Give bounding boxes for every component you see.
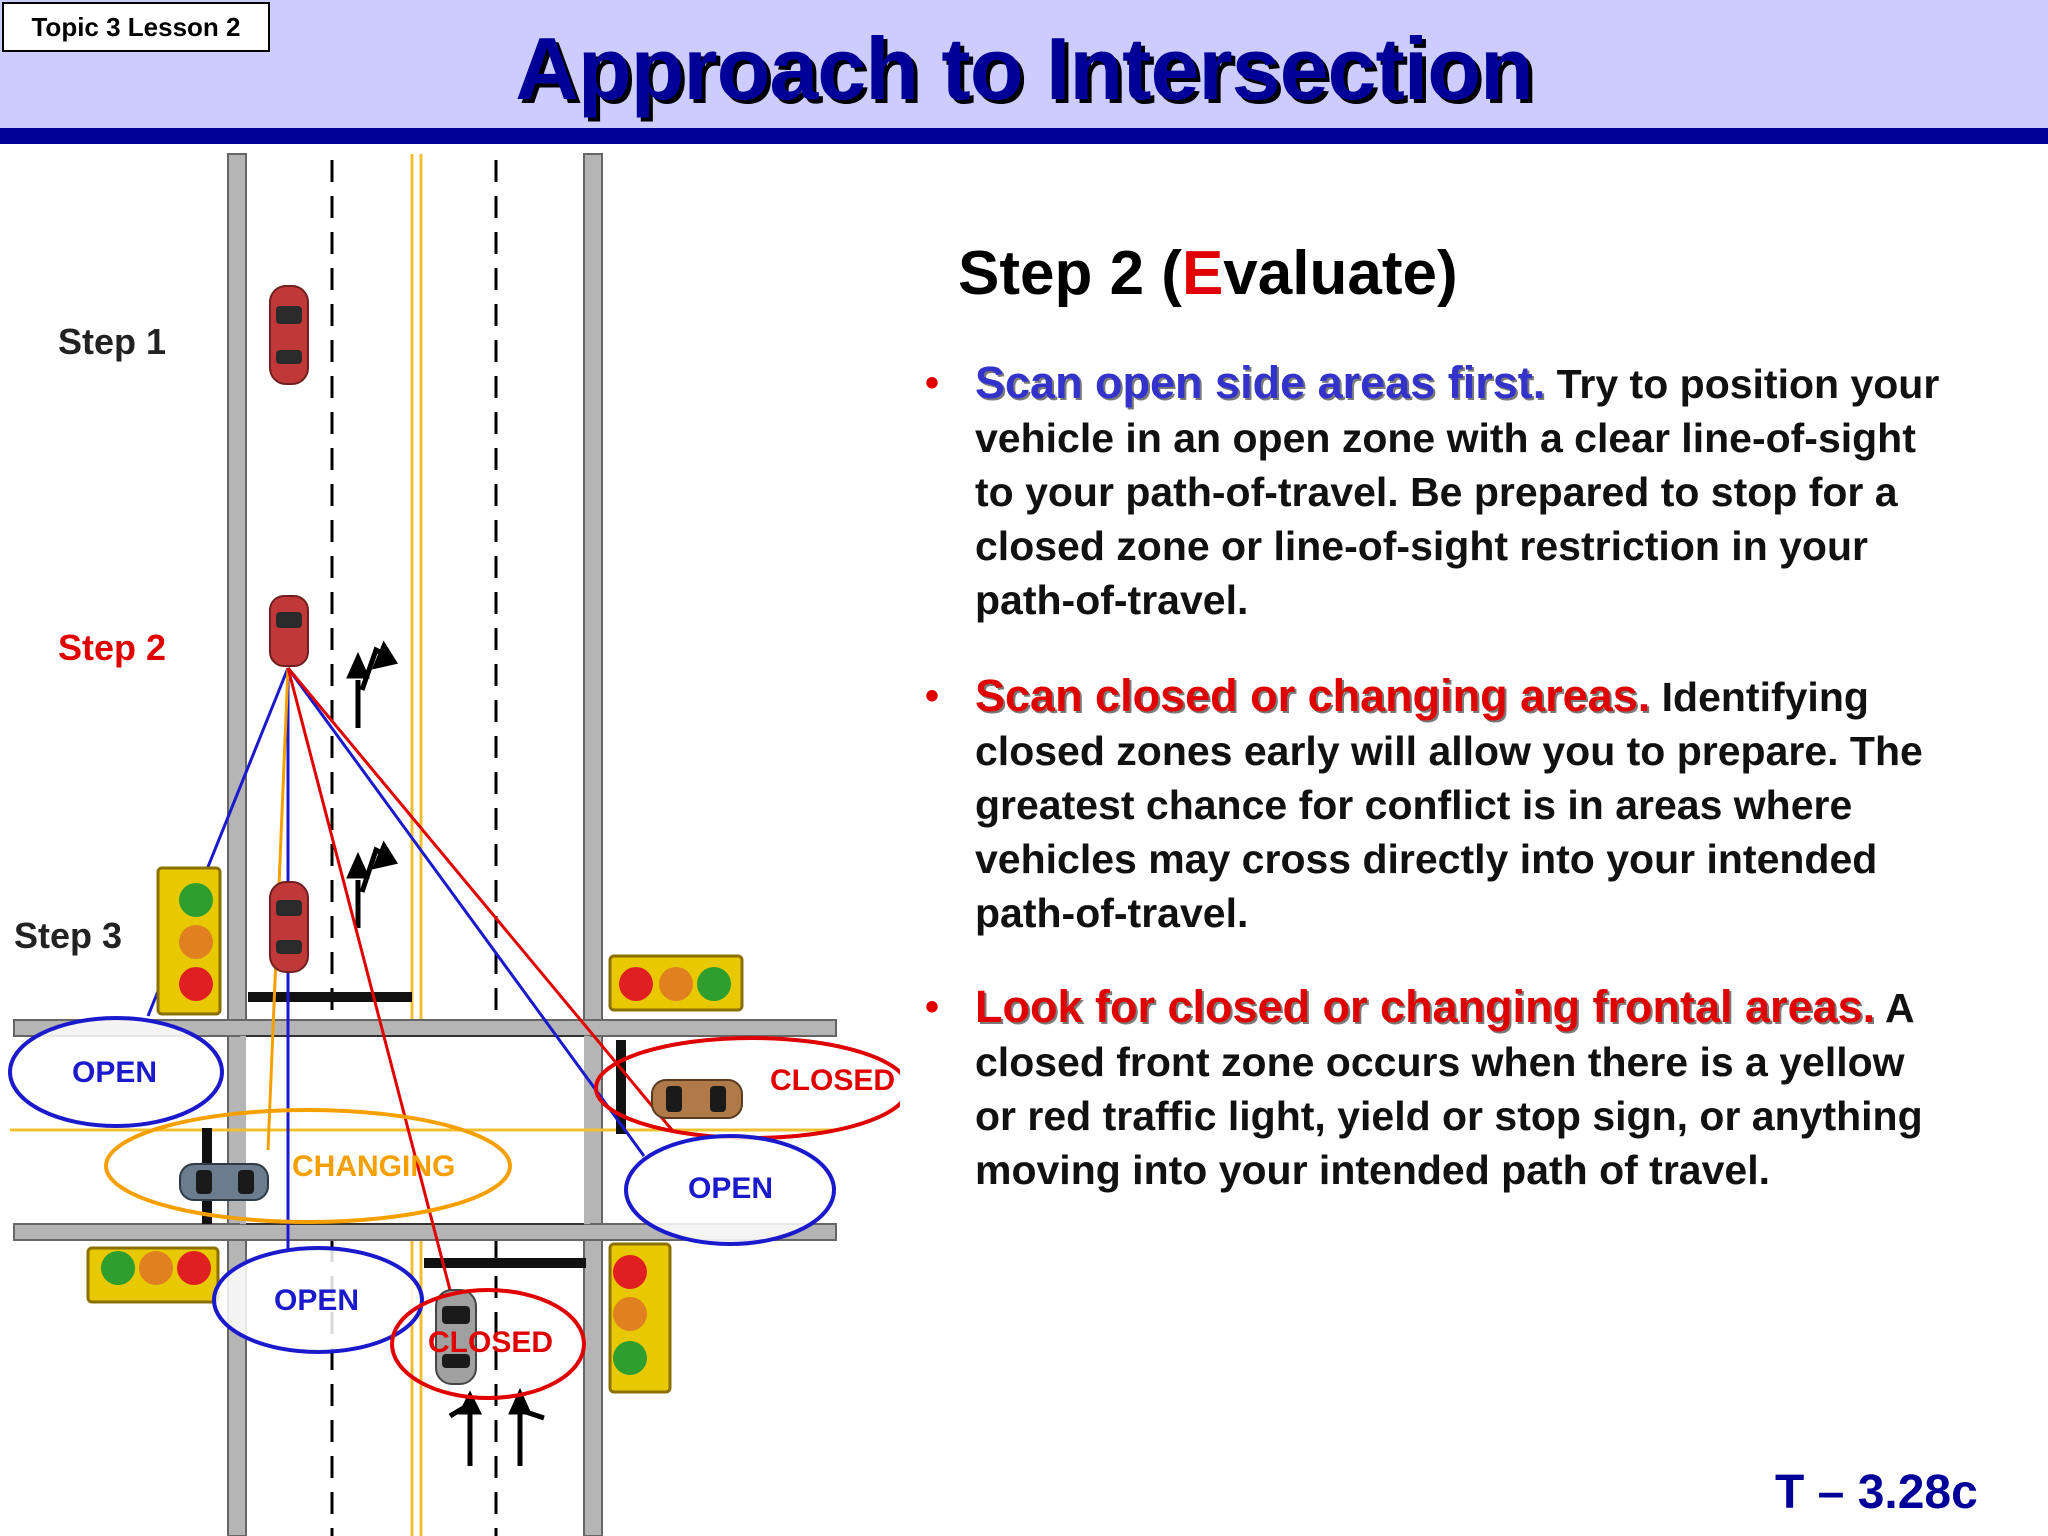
- step-heading: Step 2 (Evaluate): [958, 238, 1458, 309]
- bullet-list: • Scan open side areas first. Try to pos…: [925, 356, 1945, 1197]
- step-label: Step 2: [58, 627, 166, 668]
- page-number: T – 3.28c: [1775, 1466, 1978, 1519]
- traffic-light-icon: [608, 1242, 672, 1394]
- slide-title: Approach to Intersection: [515, 19, 1533, 118]
- header-band: [0, 0, 2048, 128]
- step-label: Step 1: [58, 321, 166, 362]
- zone-open-right: [624, 1134, 836, 1246]
- stop-line-top: [248, 992, 412, 1002]
- step-label: Step 3: [14, 915, 122, 956]
- car-icon: [269, 285, 309, 385]
- zone-label-open: OPEN: [274, 1284, 359, 1317]
- bullet-lead: Scan closed or changing areas.: [975, 670, 1651, 721]
- car-icon: [179, 1163, 269, 1201]
- bullet-lead: Look for closed or changing frontal area…: [975, 981, 1876, 1032]
- lane-arrow-icon: [346, 840, 398, 928]
- bullet-text: Try to position your vehicle in an open …: [975, 361, 1940, 623]
- step-heading-highlight: E: [1181, 239, 1224, 308]
- step-heading-rest: valuate): [1223, 239, 1458, 308]
- road-edge-right: [583, 153, 603, 1536]
- zone-open-left: [8, 1016, 224, 1128]
- car-icon: [435, 1289, 477, 1385]
- bullet-dot-icon: •: [925, 985, 940, 1029]
- sight-line-open: [286, 667, 646, 1157]
- zone-label-open: OPEN: [72, 1056, 157, 1089]
- header-rule: [0, 128, 2048, 144]
- zone-open-bottom: [212, 1246, 424, 1354]
- bullet-text: A closed front zone occurs when there is…: [975, 985, 1923, 1193]
- bullet-item-1: • Scan open side areas first. Try to pos…: [925, 356, 1945, 627]
- zone-changing: [104, 1108, 512, 1224]
- intersection-diagram: Step 1 Step 2 Step 3 OPEN CHANGING CLOSE…: [8, 153, 900, 1536]
- zone-label-closed: CLOSED: [428, 1326, 553, 1359]
- lesson-tag: Topic 3 Lesson 2: [2, 2, 270, 52]
- lane-arrow-icon: [448, 1387, 545, 1466]
- zone-label-open: OPEN: [688, 1172, 773, 1205]
- bullet-item-3: • Look for closed or changing frontal ar…: [925, 980, 1945, 1197]
- lane-arrow-icon: [346, 640, 398, 728]
- car-icon: [269, 595, 309, 667]
- traffic-light-icon: [86, 1246, 220, 1304]
- sight-line-closed: [286, 667, 674, 1131]
- bullet-text: Identifying closed zones early will allo…: [975, 674, 1923, 936]
- zone-label-changing: CHANGING: [292, 1150, 455, 1183]
- traffic-light-icon: [608, 954, 744, 1012]
- sight-line-closed: [286, 667, 452, 1291]
- bullet-item-2: • Scan closed or changing areas. Identif…: [925, 669, 1945, 940]
- bullet-lead: Scan open side areas first.: [975, 357, 1546, 408]
- bullet-dot-icon: •: [925, 361, 940, 405]
- bullet-dot-icon: •: [925, 674, 940, 718]
- zone-closed-bottom: [390, 1288, 586, 1400]
- stop-line-right: [616, 1040, 626, 1134]
- step-heading-prefix: Step 2 (: [958, 239, 1182, 308]
- zone-label-closed: CLOSED: [770, 1064, 895, 1097]
- stop-line-bottom: [424, 1258, 586, 1268]
- car-icon: [651, 1079, 743, 1119]
- traffic-light-icon: [156, 866, 222, 1016]
- car-icon: [269, 881, 309, 973]
